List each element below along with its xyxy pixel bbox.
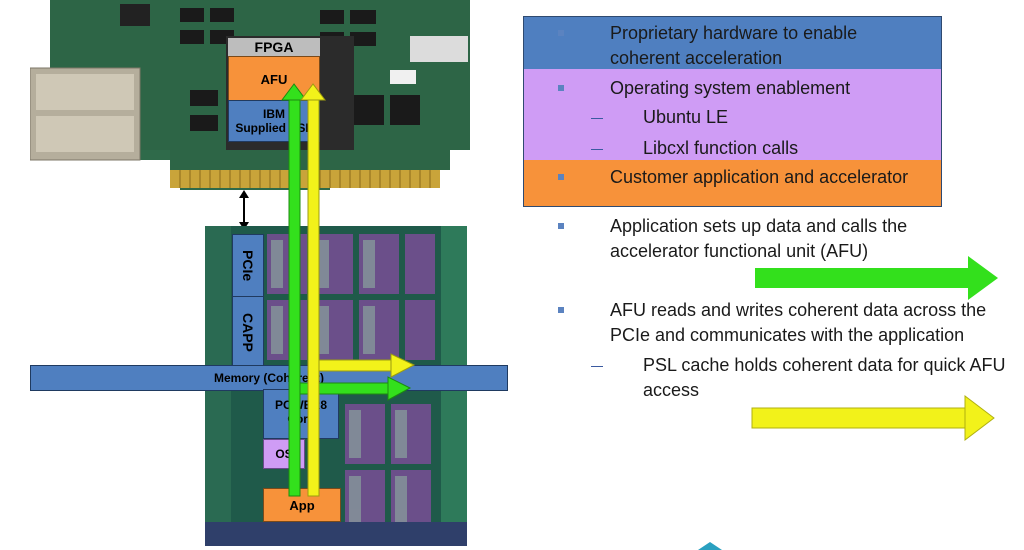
pcie-label: PCIe [240, 250, 256, 282]
bullet-afu-rw-line1: AFU reads and writes coherent data acros… [610, 300, 987, 320]
app-box: App [263, 488, 341, 522]
psl-label-line1: IBM [263, 107, 285, 121]
bullet-marker [558, 85, 564, 91]
capp-box: CAPP [232, 296, 264, 368]
bullet-marker [558, 30, 564, 36]
pcie-box: PCIe [232, 234, 264, 298]
bullet-app-setup-line2: accelerator functional unit (AFU) [610, 241, 869, 261]
gold-fingers [170, 170, 440, 188]
bullet-marker [558, 174, 564, 180]
sub-bullet-psl-cache-line2: access [643, 380, 700, 400]
bullet-hardware-line2: coherent acceleration [610, 48, 783, 68]
afu-box: AFU [228, 56, 320, 102]
fpga-label: FPGA [228, 38, 320, 56]
green-legend-arrow [755, 256, 998, 300]
bullet-hardware-line1: Proprietary hardware to enable [610, 23, 858, 43]
sub-bullet-dash [591, 118, 603, 119]
green-path-arrow [281, 83, 412, 497]
capp-label: CAPP [240, 312, 256, 352]
yellow-path-arrow [300, 83, 416, 497]
bullet-afu-rw-line2: PCIe and communicates with the applicati… [610, 325, 965, 345]
bullet-marker [558, 307, 564, 313]
sub-bullet-dash [591, 366, 603, 367]
sub-bullet-ubuntu: Ubuntu LE [643, 107, 729, 127]
memory-bar: Memory (Coherent) [30, 365, 508, 391]
bullet-os: Operating system enablement [610, 78, 851, 98]
bullet-customer-app: Customer application and accelerator [610, 167, 909, 187]
sub-bullet-psl-cache-line1: PSL cache holds coherent data for quick … [643, 355, 1006, 375]
bullet-app-setup-line1: Application sets up data and calls the [610, 216, 908, 236]
application-band [523, 160, 942, 207]
sub-bullet-dash [591, 149, 603, 150]
yellow-legend-arrow [751, 394, 995, 442]
bullet-marker [558, 223, 564, 229]
pulse-transformer [410, 36, 444, 62]
sub-bullet-libcxl: Libcxl function calls [643, 138, 799, 158]
decorative-shape [698, 542, 722, 550]
